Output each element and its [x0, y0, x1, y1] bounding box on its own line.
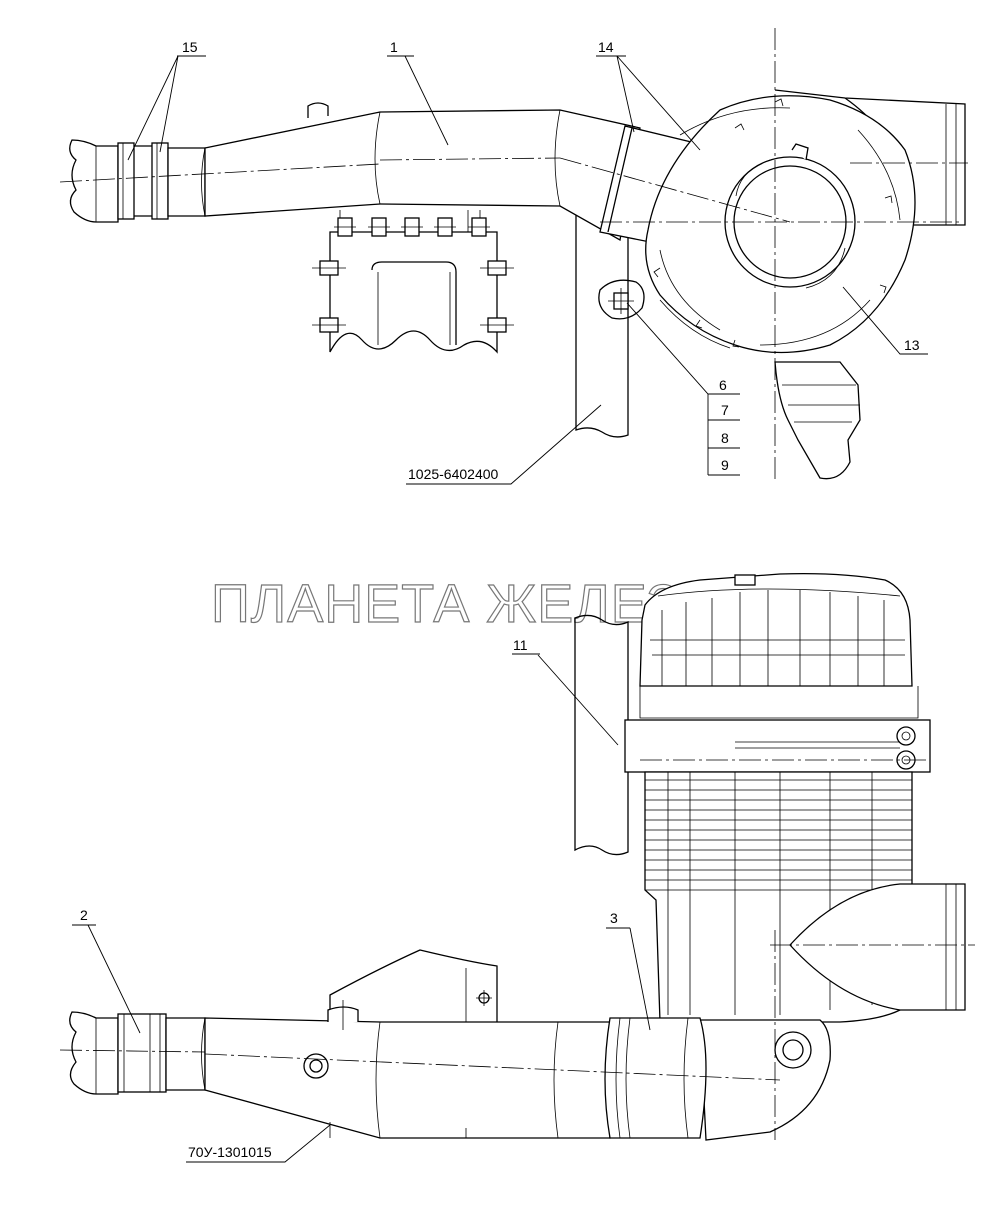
air-cleaner-top: [645, 89, 966, 480]
callout-13: 13: [842, 286, 928, 355]
callouts: 15 1 14 13 6 7 8 9 1025-6402400: [72, 39, 928, 1163]
clamp-2: [117, 1013, 167, 1093]
intake-pipe-side: [69, 1000, 707, 1139]
callout-14: 14: [596, 39, 701, 151]
dust-valve: [774, 361, 861, 480]
ribs: [645, 772, 912, 1015]
callout-frame-part: 1025-6402400: [406, 404, 602, 485]
callout-pipe-part: 70У-1301015: [186, 1124, 331, 1163]
mounting-band: [624, 719, 931, 773]
frame-member-side: [574, 614, 629, 856]
svg-text:15: 15: [182, 39, 198, 55]
svg-text:11: 11: [513, 637, 528, 653]
centerlines-side: [59, 759, 975, 1140]
callout-6-9: 6 7 8 9: [626, 302, 740, 476]
svg-text:6: 6: [719, 377, 727, 393]
bracket-top: [312, 210, 514, 354]
svg-text:7: 7: [721, 402, 729, 418]
svg-text:1: 1: [390, 39, 398, 55]
svg-text:70У-1301015: 70У-1301015: [188, 1144, 272, 1160]
frame-member-top: [575, 215, 629, 438]
svg-text:8: 8: [721, 430, 729, 446]
clamp-15a: [117, 142, 135, 220]
svg-text:13: 13: [904, 337, 920, 353]
callout-3: 3: [606, 910, 651, 1031]
svg-text:3: 3: [610, 910, 618, 926]
callout-1: 1: [387, 39, 449, 146]
bolts-side: [312, 260, 514, 333]
svg-text:2: 2: [80, 907, 88, 923]
svg-text:9: 9: [721, 457, 729, 473]
top-view: [59, 28, 968, 480]
callout-11: 11: [512, 637, 619, 746]
centerlines-top: [59, 28, 968, 480]
air-cleaner-side: [624, 572, 966, 1141]
bolts-top-row: [334, 217, 490, 237]
svg-text:14: 14: [598, 39, 614, 55]
bracket-6: [598, 279, 645, 320]
side-view: [59, 572, 975, 1141]
callout-2: 2: [72, 907, 141, 1034]
svg-text:1025-6402400: 1025-6402400: [408, 466, 499, 482]
clamp-15b: [151, 142, 169, 220]
callout-15: 15: [127, 39, 206, 161]
